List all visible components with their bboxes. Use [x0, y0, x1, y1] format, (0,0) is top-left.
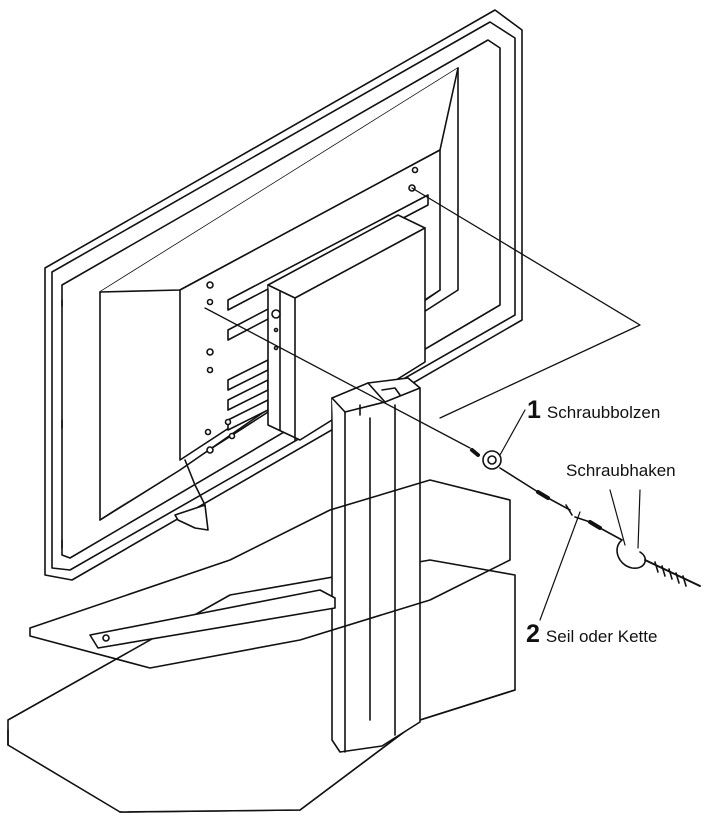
callout-rope: 2 Seil oder Kette	[526, 622, 657, 647]
stand-base	[7, 559, 516, 813]
callout-bolt: 1 Schraubbolzen	[527, 398, 660, 423]
leader-rope	[539, 511, 581, 621]
callout-hook-text: Schraubhaken	[566, 461, 676, 480]
callout-hook: Schraubhaken	[566, 462, 676, 480]
callout-leaders	[499, 409, 641, 621]
callout-rope-text: Seil oder Kette	[545, 627, 658, 646]
callout-bolt-text: Schraubbolzen	[546, 403, 661, 422]
stand-column	[331, 377, 421, 753]
callout-rope-number: 2	[526, 620, 540, 648]
callout-bolt-number: 1	[527, 396, 541, 424]
leader-hook	[609, 489, 641, 549]
security-cable	[470, 448, 701, 587]
security-cable-lines	[204, 187, 641, 449]
leader-bolt	[499, 409, 526, 456]
stand-foot	[29, 459, 511, 669]
